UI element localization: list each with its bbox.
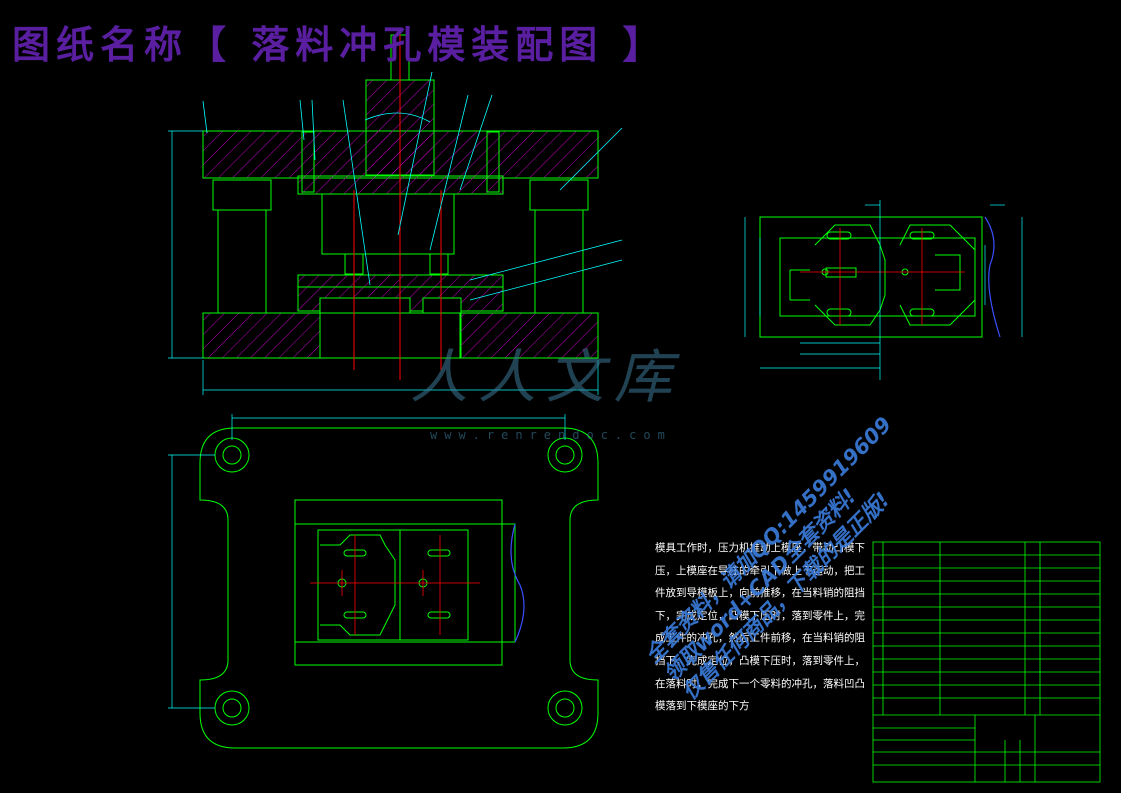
strip-centerlines (800, 228, 965, 325)
strip-break-line (984, 216, 1001, 338)
front-dimensions (168, 130, 599, 395)
strip-layout-view (759, 216, 983, 338)
drawing-title: 图纸名称【 落料冲孔模装配图 】 (12, 22, 667, 67)
plan-dimensions (168, 414, 566, 709)
front-leaders (202, 71, 623, 301)
title-block (872, 541, 1101, 783)
plan-break-line (510, 523, 525, 643)
plan-view (199, 427, 599, 749)
strip-dimensions (744, 200, 1023, 380)
working-principle-text: 模具工作时，压力机推动上模座，带动凸模下压，上模座在导柱的牵引下做上下运动，把工… (655, 542, 865, 713)
front-centerlines (353, 30, 442, 380)
plan-centerlines (310, 535, 480, 635)
